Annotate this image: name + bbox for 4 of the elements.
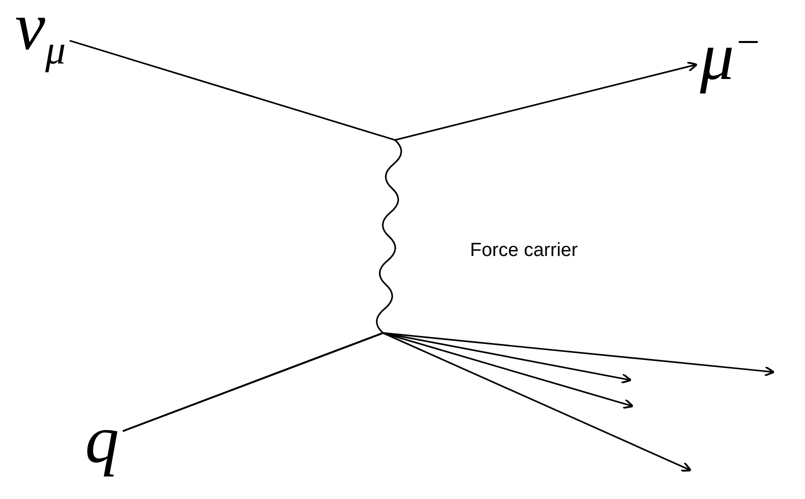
annotation-label: Force carrier bbox=[470, 240, 578, 262]
particle-arrow bbox=[69, 40, 698, 141]
particle-arrow bbox=[122, 332, 692, 472]
neutrino-symbol: ν$_{μ}$ bbox=[15, 0, 66, 72]
